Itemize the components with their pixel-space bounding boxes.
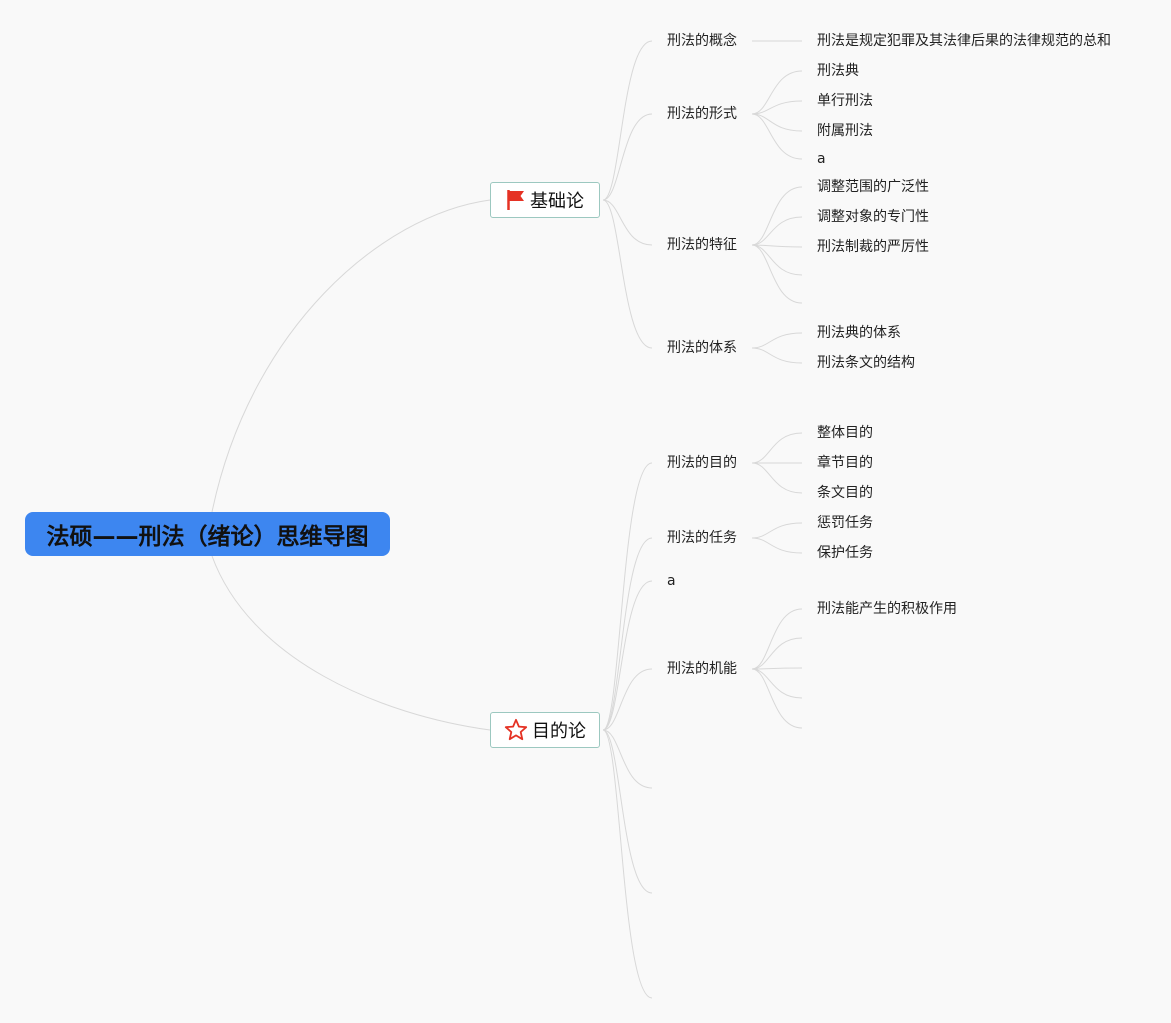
subtopic[interactable]: 刑法的形式 xyxy=(667,106,737,122)
connector-leaf xyxy=(751,537,803,554)
branch-topic-basics[interactable]: 基础论 xyxy=(490,182,600,218)
connector-leaf xyxy=(751,113,803,132)
connector-leaf xyxy=(751,668,803,729)
connector-leaf xyxy=(751,462,803,494)
connector-leaf xyxy=(751,244,803,304)
connector-leaf xyxy=(751,522,803,539)
red-star-icon xyxy=(504,718,528,742)
connector-leaf xyxy=(751,100,803,115)
connector-branch xyxy=(602,462,653,731)
root-topic-label: 法硕——刑法（绪论）思维导图 xyxy=(46,524,369,550)
connector-root-purpose xyxy=(211,555,491,731)
subtopic[interactable]: 刑法的任务 xyxy=(667,530,737,546)
connector-leaf xyxy=(751,608,803,670)
root-topic[interactable]: 法硕——刑法（绪论）思维导图 xyxy=(25,512,390,556)
leaf-topic[interactable]: 刑法能产生的积极作用 xyxy=(817,601,957,617)
subtopic[interactable]: 刑法的体系 xyxy=(667,340,737,356)
branch-topic-label: 目的论 xyxy=(532,721,586,742)
subtopic[interactable]: a xyxy=(667,573,676,589)
connector-branch xyxy=(602,729,653,789)
connector-leaf xyxy=(751,668,803,699)
subtopic[interactable]: 刑法的机能 xyxy=(667,661,737,677)
leaf-topic[interactable]: 刑法是规定犯罪及其法律后果的法律规范的总和 xyxy=(817,33,1111,49)
connector-branch xyxy=(602,199,653,349)
subtopic[interactable]: 刑法的概念 xyxy=(667,33,737,49)
leaf-topic[interactable]: 调整对象的专门性 xyxy=(817,209,929,225)
leaf-topic[interactable]: 刑法典的体系 xyxy=(817,325,901,341)
leaf-topic[interactable]: 刑法条文的结构 xyxy=(817,355,915,371)
connector-branch xyxy=(602,40,653,201)
leaf-topic[interactable]: 章节目的 xyxy=(817,455,873,471)
leaf-topic[interactable]: 刑法典 xyxy=(817,63,859,79)
subtopic[interactable]: 刑法的目的 xyxy=(667,455,737,471)
connector-leaf xyxy=(751,347,803,364)
connector-leaf xyxy=(751,216,803,246)
connector-leaf xyxy=(751,113,803,160)
connector-leaf xyxy=(751,332,803,349)
leaf-topic[interactable]: 单行刑法 xyxy=(817,93,873,109)
branch-topic-label: 基础论 xyxy=(530,191,584,212)
subtopic[interactable]: 刑法的特征 xyxy=(667,237,737,253)
leaf-topic[interactable]: 调整范围的广泛性 xyxy=(817,179,929,195)
leaf-topic[interactable]: 整体目的 xyxy=(817,425,873,441)
leaf-topic[interactable]: 条文目的 xyxy=(817,485,873,501)
connector-branch xyxy=(602,113,653,201)
leaf-topic[interactable]: 保护任务 xyxy=(817,545,873,561)
connector-branch xyxy=(602,729,653,999)
leaf-topic[interactable]: a xyxy=(817,151,826,167)
leaf-topic[interactable]: 刑法制裁的严厉性 xyxy=(817,239,929,255)
connector-root-basics xyxy=(211,199,491,513)
branch-topic-purpose[interactable]: 目的论 xyxy=(490,712,600,748)
connector-leaf xyxy=(751,667,803,670)
connector-branch xyxy=(602,668,653,731)
leaf-topic[interactable]: 附属刑法 xyxy=(817,123,873,139)
leaf-topic[interactable]: 惩罚任务 xyxy=(817,515,873,531)
connector-leaf xyxy=(751,186,803,246)
connector-branch xyxy=(602,729,653,894)
connector-leaf xyxy=(751,637,803,670)
red-flag-icon xyxy=(506,189,526,211)
connector-branch xyxy=(602,580,653,731)
connector-branch xyxy=(602,537,653,731)
connector-leaf xyxy=(751,70,803,115)
connector-branch xyxy=(602,199,653,246)
connector-leaf xyxy=(751,432,803,464)
